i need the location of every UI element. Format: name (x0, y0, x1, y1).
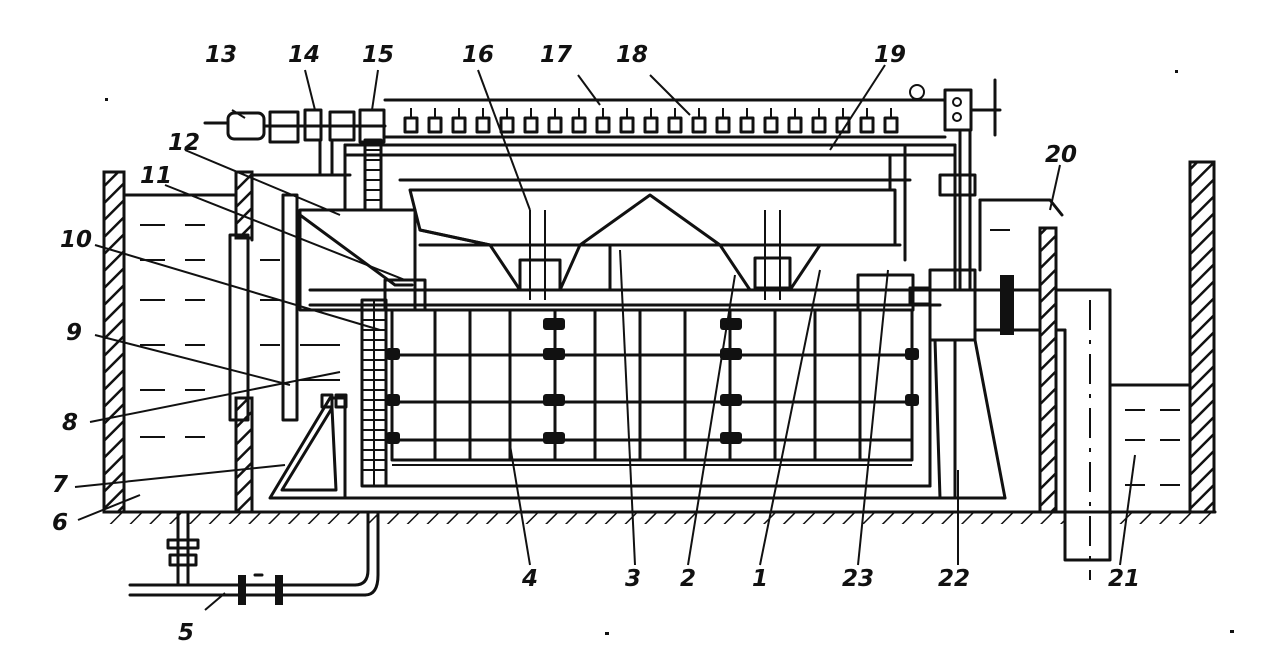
spray-nozzle (811, 116, 827, 134)
label-11: 11 (140, 163, 172, 189)
label-10: 10 (60, 227, 92, 253)
discharge-piping (128, 510, 380, 605)
label-1: 1 (752, 566, 768, 592)
label-20: 20 (1045, 142, 1077, 168)
spray-nozzle (523, 116, 539, 134)
distributor-box (298, 208, 417, 312)
left-support (268, 393, 348, 500)
spray-nozzle (595, 116, 611, 134)
right-side (928, 160, 1216, 580)
spray-nozzle (403, 116, 419, 134)
label-8: 8 (62, 410, 78, 436)
spray-nozzles (403, 108, 899, 134)
spray-nozzle (571, 116, 587, 134)
drum-shaft (308, 273, 1102, 312)
spray-nozzle (451, 116, 467, 134)
label-15: 15 (362, 42, 394, 68)
top-frame (343, 78, 1002, 292)
spray-nozzle (787, 116, 803, 134)
label-7: 7 (52, 472, 68, 498)
spray-nozzle (499, 116, 515, 134)
feed-hoppers (398, 178, 912, 300)
spray-nozzle (475, 116, 491, 134)
label-21: 21 (1108, 566, 1140, 592)
label-3: 3 (625, 566, 641, 592)
spray-nozzle (739, 116, 755, 134)
spray-nozzle (763, 116, 779, 134)
spray-nozzle (715, 116, 731, 134)
label-9: 9 (66, 320, 82, 346)
spray-nozzle (619, 116, 635, 134)
part-labels: 13 14 15 16 17 18 19 20 12 11 10 9 8 7 6… (52, 42, 1140, 646)
label-6: 6 (52, 510, 68, 536)
spray-nozzle (427, 116, 443, 134)
label-14: 14 (288, 42, 320, 68)
spray-nozzle (883, 116, 899, 134)
leader-lines (74, 64, 1136, 611)
label-12: 12 (168, 130, 200, 156)
label-13: 13 (205, 42, 237, 68)
label-5: 5 (178, 620, 194, 646)
ground (103, 510, 1217, 524)
label-2: 2 (680, 566, 696, 592)
label-4: 4 (521, 566, 538, 592)
spray-nozzle (859, 116, 875, 134)
spray-nozzle (667, 116, 683, 134)
spray-nozzle (643, 116, 659, 134)
drive-motor (203, 108, 387, 177)
spray-nozzle (547, 116, 563, 134)
spray-nozzle (691, 116, 707, 134)
left-tank (102, 170, 254, 514)
stray-marks (105, 70, 1234, 635)
drum-grid (386, 308, 919, 466)
label-22: 22 (938, 566, 970, 592)
label-16: 16 (462, 42, 494, 68)
chain-drive (360, 138, 388, 488)
label-18: 18 (616, 42, 648, 68)
label-17: 17 (540, 42, 572, 68)
label-19: 19 (874, 42, 906, 68)
label-23: 23 (842, 566, 874, 592)
